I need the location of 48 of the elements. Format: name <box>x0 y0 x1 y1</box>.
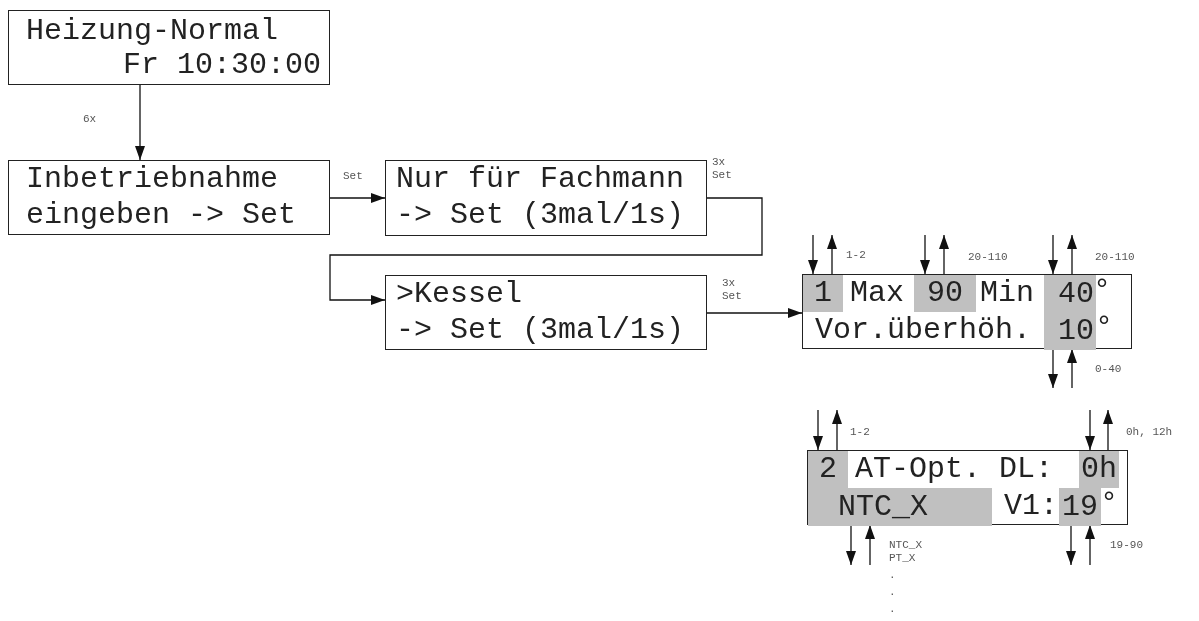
highlighted-field <box>1044 275 1096 313</box>
display-text: Inbetriebnahme <box>26 161 279 197</box>
highlighted-field <box>803 275 843 312</box>
display-text: 10 <box>1058 313 1094 349</box>
range-label: 1-2 <box>846 249 866 262</box>
display-text: 90 <box>927 275 963 311</box>
display-text: -> Set (3mal/1s) <box>396 197 685 233</box>
display-text: ° <box>1095 310 1113 346</box>
display-text: AT-Opt. DL: <box>855 451 1054 487</box>
display-text: Heizung-Normal <box>26 13 279 49</box>
display-text: >Kessel <box>396 276 523 312</box>
display-text: eingeben -> Set <box>26 197 297 233</box>
highlighted-field <box>914 275 976 312</box>
display-text: Max <box>850 275 904 311</box>
range-label: . <box>889 569 896 582</box>
display-text: Nur für Fachmann <box>396 161 685 197</box>
lcd-display <box>807 450 1128 525</box>
display-box <box>8 160 330 235</box>
display-text: V1: <box>1004 488 1058 524</box>
display-text: Fr 10:30:00 <box>122 47 321 83</box>
display-box <box>385 275 707 350</box>
range-label: . <box>889 603 896 616</box>
display-text: Vor.überhöh. <box>815 312 1032 348</box>
range-label: 19-90 <box>1110 539 1143 552</box>
lcd-display <box>802 274 1132 349</box>
display-text: 19 <box>1062 489 1098 525</box>
highlighted-field <box>808 451 848 488</box>
display-box <box>8 10 330 85</box>
display-text: 2 <box>819 451 837 487</box>
display-text: 1 <box>814 275 832 311</box>
display-text: -> Set (3mal/1s) <box>396 312 685 348</box>
range-label: 20-110 <box>1095 251 1135 264</box>
display-box <box>385 160 707 236</box>
range-label: NTC_X <box>889 539 922 552</box>
range-label: 1-2 <box>850 426 870 439</box>
range-label: 0-40 <box>1095 363 1122 376</box>
display-text: ° <box>1093 273 1111 309</box>
highlighted-field <box>1044 313 1096 350</box>
display-text: 40 <box>1058 276 1094 312</box>
display-text: Min <box>980 275 1034 311</box>
range-label: 20-110 <box>968 251 1008 264</box>
display-text: NTC_X <box>838 489 928 525</box>
display-text: ° <box>1100 486 1118 522</box>
highlighted-field <box>808 488 992 526</box>
range-label: 0h, 12h <box>1126 426 1173 439</box>
range-label: . <box>889 586 896 599</box>
display-text: 0h <box>1081 451 1117 487</box>
range-label: PT_X <box>889 552 916 565</box>
